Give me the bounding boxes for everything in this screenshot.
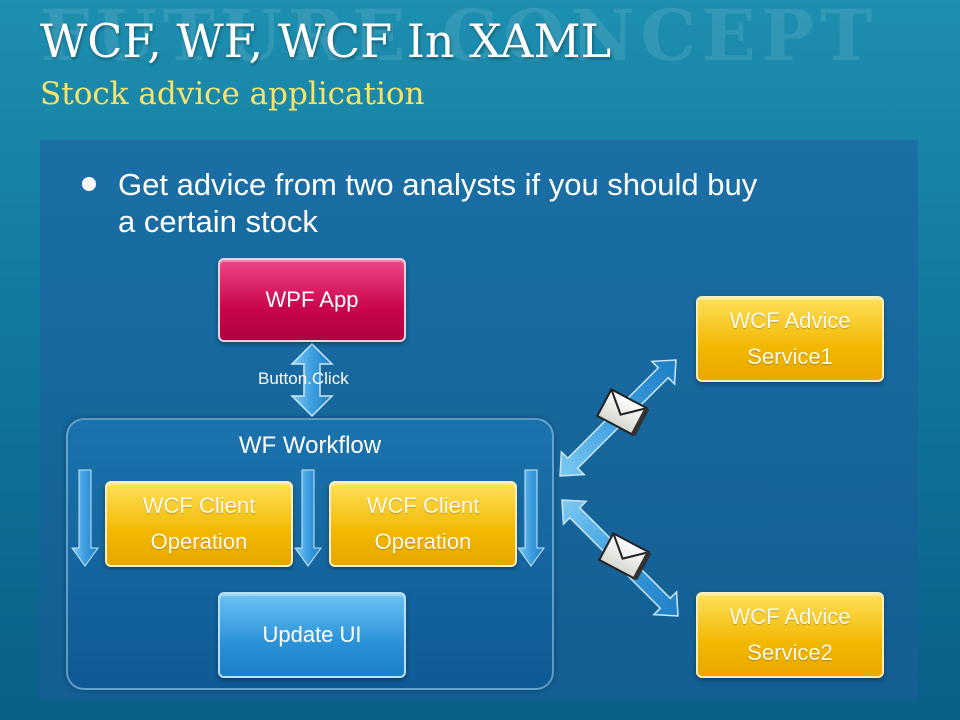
button-click-label: Button.Click <box>258 369 349 388</box>
update-ui-label: Update UI <box>262 622 362 647</box>
wcf-advice-service2-node: WCF Advice Service2 <box>696 592 884 678</box>
message-envelope-icon <box>595 388 650 437</box>
flow-arrow-down-icon <box>71 469 99 567</box>
wf-workflow-title: WF Workflow <box>238 432 382 459</box>
slide-title: WCF, WF, WCF In XAML <box>40 14 612 68</box>
wpf-app-node: WPF App <box>218 258 406 342</box>
flow-arrow-down-icon <box>517 469 545 567</box>
wpf-app-label: WPF App <box>265 287 359 312</box>
wcf-advice-service1-label: WCF Advice Service1 <box>729 308 851 369</box>
slide-subtitle: Stock advice application <box>40 76 425 112</box>
wcf-client-operation-label-1: WCF Client Operation <box>142 493 256 554</box>
bullet-text: Get advice from two analysts if you shou… <box>118 167 758 239</box>
update-ui-node: Update UI <box>218 592 406 678</box>
wcf-client-operation-node-2: WCF Client Operation <box>329 481 517 567</box>
watermark-text: FUTURE CONCEPT <box>40 0 879 77</box>
wcf-client-operation-label-2: WCF Client Operation <box>366 493 480 554</box>
wcf-client-operation-node-1: WCF Client Operation <box>105 481 293 567</box>
wcf-advice-service1-node: WCF Advice Service1 <box>696 296 884 382</box>
bullet-dot-icon <box>82 177 96 191</box>
wcf-advice-service2-label: WCF Advice Service2 <box>729 604 851 665</box>
flow-arrow-down-icon <box>294 469 322 567</box>
message-envelope-icon <box>597 532 652 581</box>
double-arrow-vertical-icon <box>290 342 334 418</box>
